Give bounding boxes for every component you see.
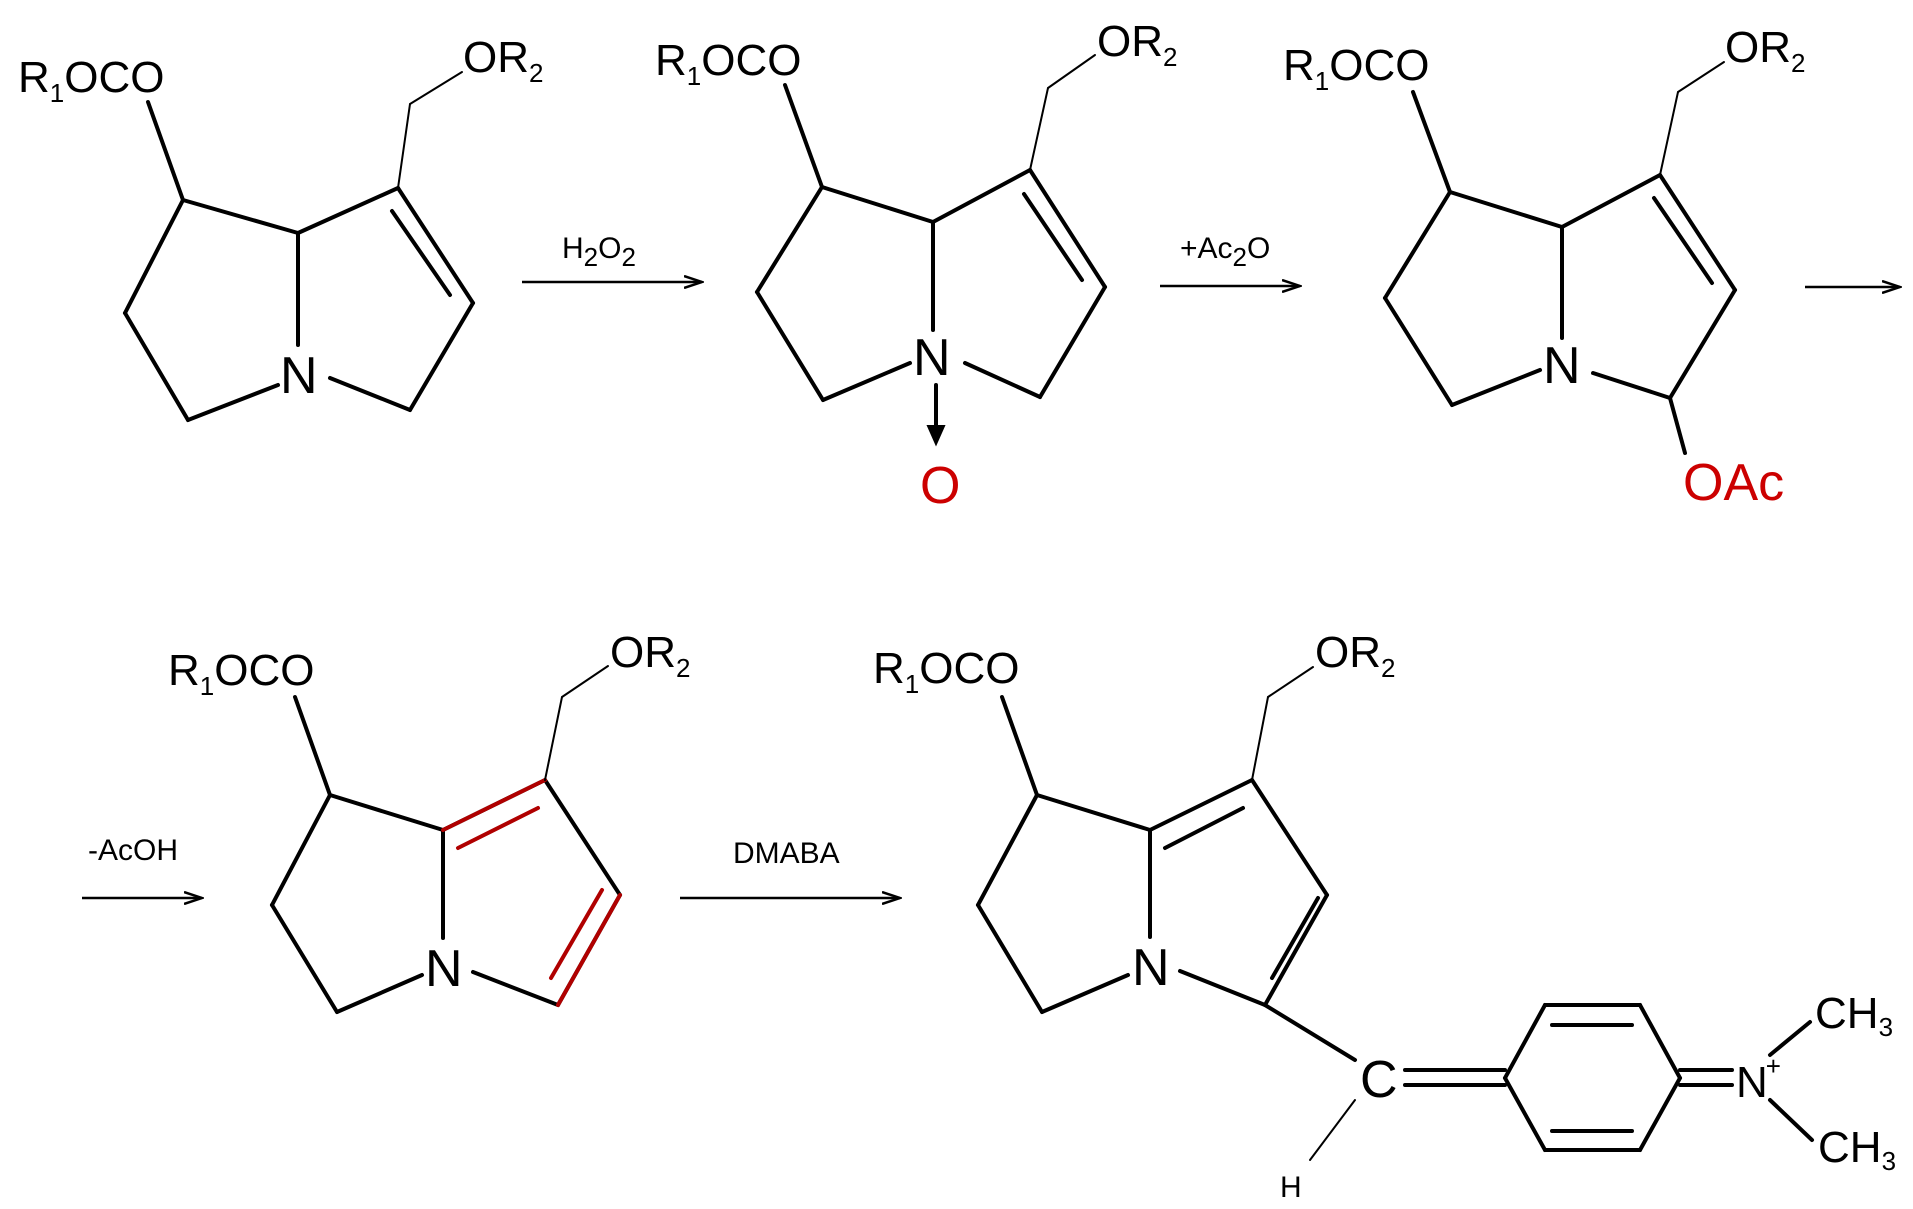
acetoxy-label: OAc [1683,454,1784,512]
nitrogen-label: N [1543,337,1581,395]
reagent-h2o2: H2O2 [562,232,636,272]
nitrogen-label: N [280,347,318,405]
nitrogen-label: N [425,940,463,998]
ether-label: OR2 [463,33,543,88]
molecule-5-dmaba-adduct: R1OCO OR2 N C H N+ CH3 CH3 [873,628,1896,1204]
hydrogen-label: H [1280,1171,1302,1204]
methyl-label-bottom: CH3 [1818,1123,1896,1176]
arrow-step-5: DMABA [680,837,900,898]
iminium-nitrogen-label: N+ [1736,1051,1781,1107]
n-oxide-oxygen-label: O [920,457,960,515]
molecule-2-n-oxide: R1OCO OR2 N O [655,17,1177,515]
arrow-step-4: -AcOH [82,834,202,898]
arrow-step-1: H2O2 [522,232,702,282]
ether-label: OR2 [1725,23,1805,78]
molecule-3-acetoxy: R1OCO OR2 N OAc [1283,23,1805,512]
ester-label: R1OCO [1283,41,1429,96]
methyl-label-top: CH3 [1815,989,1893,1042]
ester-label: R1OCO [168,646,314,701]
reagent-acoh: -AcOH [88,834,178,867]
reagent-dmaba: DMABA [733,837,840,870]
molecule-1-retronecine-ester: R1OCO OR2 N [18,33,543,422]
ether-label: OR2 [1315,628,1395,683]
nitrogen-label: N [1132,939,1170,997]
arrow-step-2: +Ac2O [1160,232,1300,286]
molecule-4-dehydro-pyrrolizine: R1OCO OR2 N [168,628,690,1014]
nitrogen-label: N [913,329,951,387]
ester-label: R1OCO [18,53,164,108]
ester-label: R1OCO [873,644,1019,699]
carbon-label: C [1360,1051,1398,1109]
reagent-ac2o: +Ac2O [1180,232,1270,272]
ether-label: OR2 [1097,17,1177,72]
ester-label: R1OCO [655,36,801,91]
ether-label: OR2 [610,628,690,683]
